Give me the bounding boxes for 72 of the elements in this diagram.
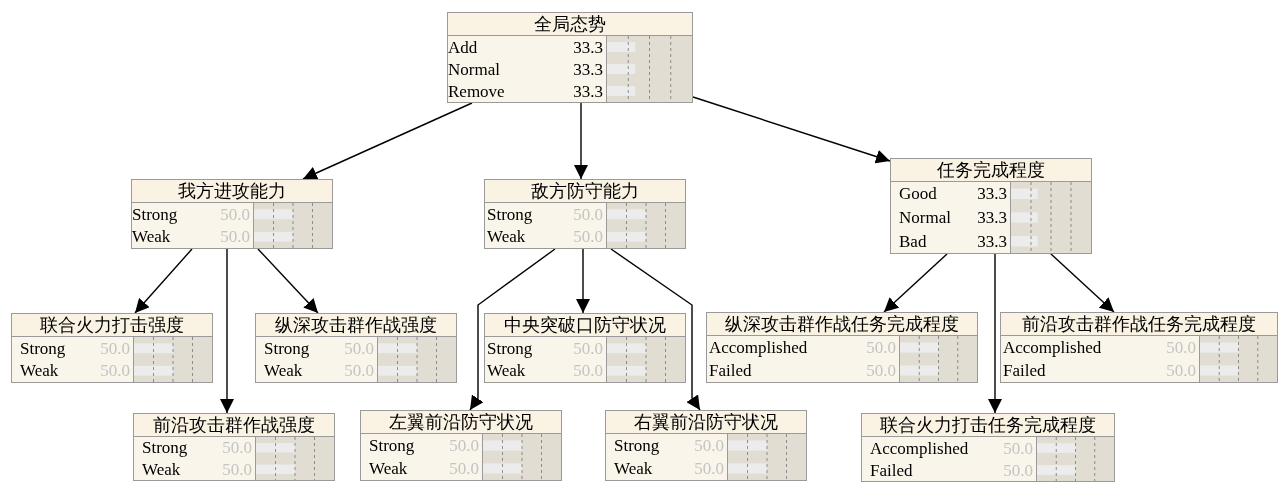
state-label: Strong (487, 204, 533, 224)
state-value: 33.3 (573, 59, 604, 79)
node-title: 前沿攻击群作战任务完成程度 (1001, 313, 1277, 336)
network-node (133, 413, 335, 481)
state-label: Weak (132, 227, 171, 247)
state-label: Failed (870, 460, 913, 480)
node-title: 联合火力打击任务完成程度 (862, 414, 1114, 437)
node-title: 右翼前沿防守状况 (606, 411, 806, 434)
state-label: Weak (487, 227, 526, 247)
network-node (360, 410, 562, 481)
state-value: 33.3 (977, 184, 1008, 204)
node-title: 全局态势 (448, 13, 692, 36)
network-node (890, 158, 1092, 254)
arrow (302, 102, 473, 180)
node-title: 前沿攻击群作战强度 (134, 414, 334, 437)
node-title: 任务完成程度 (891, 159, 1091, 182)
state-value: 33.3 (573, 37, 604, 57)
arrow (610, 248, 701, 411)
node-title: 纵深攻击群作战强度 (256, 314, 456, 337)
state-label: Bad (899, 231, 927, 251)
state-label: Accomplished (870, 438, 969, 458)
state-label: Weak (614, 459, 653, 478)
state-label: Strong (614, 436, 660, 455)
network-node (861, 413, 1115, 482)
state-label: Normal (448, 59, 500, 79)
state-value: 33.3 (977, 231, 1008, 251)
state-label: Good (899, 184, 937, 204)
node-title: 敌方防守能力 (485, 180, 685, 203)
arrow (883, 253, 948, 313)
network-node (11, 313, 213, 383)
state-label: Normal (899, 208, 951, 227)
state-label: Weak (487, 361, 526, 381)
network-node (706, 312, 978, 383)
arrow (576, 248, 590, 314)
state-label: Strong (264, 338, 310, 358)
arrow (134, 248, 193, 314)
state-label: Strong (132, 204, 178, 224)
state-label: Strong (487, 338, 533, 358)
node-title: 我方进攻能力 (132, 180, 332, 203)
arrow (469, 248, 556, 411)
state-label: Weak (369, 459, 408, 478)
state-label: Strong (142, 438, 188, 458)
state-label: Failed (709, 361, 752, 380)
arrow (692, 96, 891, 164)
network-node (1000, 312, 1278, 383)
arrow (220, 248, 234, 414)
state-label: Weak (20, 361, 59, 381)
state-label: Accomplished (709, 338, 808, 357)
node-title: 左翼前沿防守状况 (361, 411, 561, 434)
state-label: Add (448, 37, 478, 57)
state-label: Weak (264, 361, 303, 381)
state-label: Weak (142, 459, 181, 479)
state-value: 33.3 (977, 208, 1008, 227)
network-node (605, 410, 807, 481)
node-title: 纵深攻击群作战任务完成程度 (707, 313, 977, 336)
state-label: Accomplished (1003, 338, 1102, 357)
state-label: Remove (448, 81, 505, 101)
arrow (988, 253, 1002, 414)
state-label: Strong (20, 338, 66, 358)
state-label: Failed (1003, 361, 1046, 380)
network-node (484, 313, 686, 383)
network-node (255, 313, 457, 383)
arrow (257, 248, 319, 314)
network-node (484, 179, 686, 249)
state-label: Strong (369, 436, 415, 455)
arrow (1050, 253, 1115, 313)
arrow (574, 102, 588, 180)
node-title: 中央突破口防守状况 (485, 314, 685, 337)
network-node (131, 179, 333, 249)
node-title: 联合火力打击强度 (12, 314, 212, 337)
network-node (447, 12, 693, 103)
state-value: 33.3 (573, 81, 604, 101)
